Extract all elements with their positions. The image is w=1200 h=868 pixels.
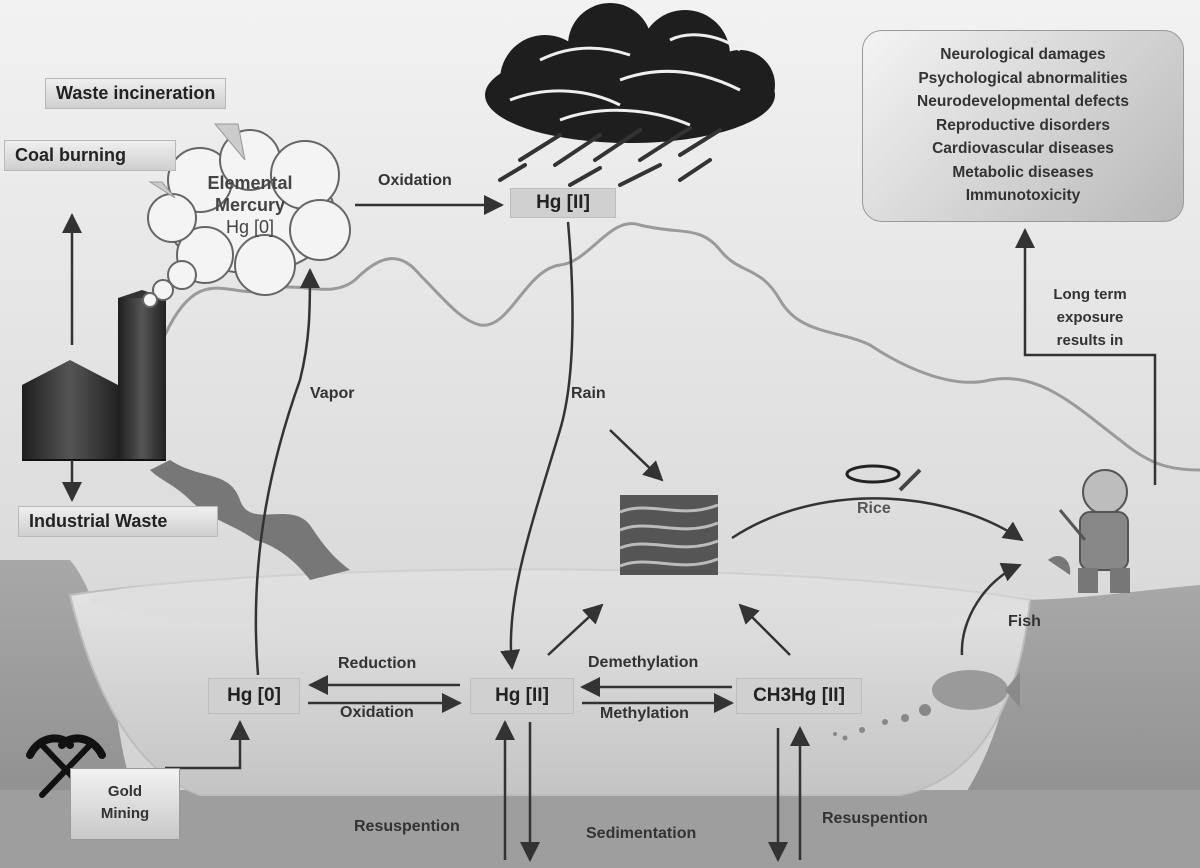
mountain-line [163, 222, 1200, 472]
health-effect-item: Immunotoxicity [965, 187, 1081, 204]
health-effect-item: Metabolic diseases [952, 163, 1094, 181]
exposure-line1: Long term [1053, 286, 1127, 303]
hg-ii-atmosphere-box: Hg [II] [510, 188, 616, 218]
rice-label: Rice [857, 500, 891, 517]
ch3hg-to-paddy-arrow [738, 603, 791, 656]
rain-label: Rain [571, 385, 606, 402]
lake-surface [90, 568, 1030, 632]
ground-bottom [0, 790, 1200, 868]
ch3hg-water-box: CH3Hg [II] [736, 678, 862, 714]
demethylation-label: Demethylation [588, 654, 699, 671]
elemental-mercury-label: Elemental Mercury Hg [0] [180, 172, 320, 238]
paddy-to-child-arrow [731, 497, 1024, 542]
hg-ii-water-box: Hg [II] [470, 678, 574, 714]
rain-cloud-icon [485, 3, 775, 187]
reduction-label: Reduction [338, 655, 417, 672]
coal-burning-pointer [148, 181, 176, 199]
sedimentation-label: Sedimentation [586, 825, 697, 842]
methylation-label: Methylation [600, 705, 689, 722]
elemental-mercury-line2: Mercury [214, 195, 286, 215]
gold-mining-label: Gold Mining [70, 768, 180, 840]
vapor-label: Vapor [310, 385, 355, 402]
health-effect-item: Psychological abnormalities [918, 69, 1128, 87]
gold-mining-arrow [165, 720, 250, 770]
exposure-line3: results in [1056, 332, 1124, 349]
fish-label: Fish [1008, 613, 1041, 630]
rain-to-paddy-arrow [609, 429, 664, 482]
gold-mining-line1: Gold [107, 783, 143, 800]
waste-flow [150, 460, 350, 580]
rain-deposition-arrow [500, 221, 574, 670]
oxidation-water-label: Oxidation [340, 704, 414, 721]
hg-0-water-box: Hg [0] [208, 678, 300, 714]
health-effect-item: Reproductive disorders [936, 116, 1110, 134]
fish-to-child-arrow [960, 562, 1022, 656]
fish-icon [833, 670, 1020, 741]
coal-burning-label: Coal burning [4, 140, 176, 171]
long-term-exposure-label: Long term exposure results in [1035, 283, 1145, 352]
exposure-line2: exposure [1056, 309, 1124, 326]
waste-incineration-pointer [213, 123, 246, 161]
health-effect-item: Neurological damages [940, 46, 1106, 63]
industrial-waste-label: Industrial Waste [18, 506, 218, 537]
elemental-mercury-formula: Hg [0] [225, 217, 275, 237]
child-figure-icon [1048, 469, 1130, 593]
vapor-arrow [254, 268, 320, 676]
oxidation-atmosphere-label: Oxidation [378, 172, 452, 189]
hg-ii-to-paddy-arrow [547, 603, 604, 656]
factory-icon [22, 290, 166, 461]
health-effect-item: Cardiovascular diseases [932, 140, 1114, 157]
resuspension-right-label: Resuspention [822, 810, 928, 827]
waste-incineration-label: Waste incineration [45, 78, 227, 109]
rice-paddy-icon [619, 495, 719, 575]
exposure-arrow [1015, 228, 1157, 485]
rice-bowl-icon [845, 464, 922, 492]
health-effects-box: Neurological damages Psychological abnor… [862, 30, 1184, 222]
gold-mining-line2: Mining [100, 805, 150, 822]
health-effect-item: Neurodevelopmental defects [917, 93, 1129, 110]
resuspension-left-label: Resuspention [354, 818, 460, 835]
elemental-mercury-line1: Elemental [207, 173, 293, 193]
